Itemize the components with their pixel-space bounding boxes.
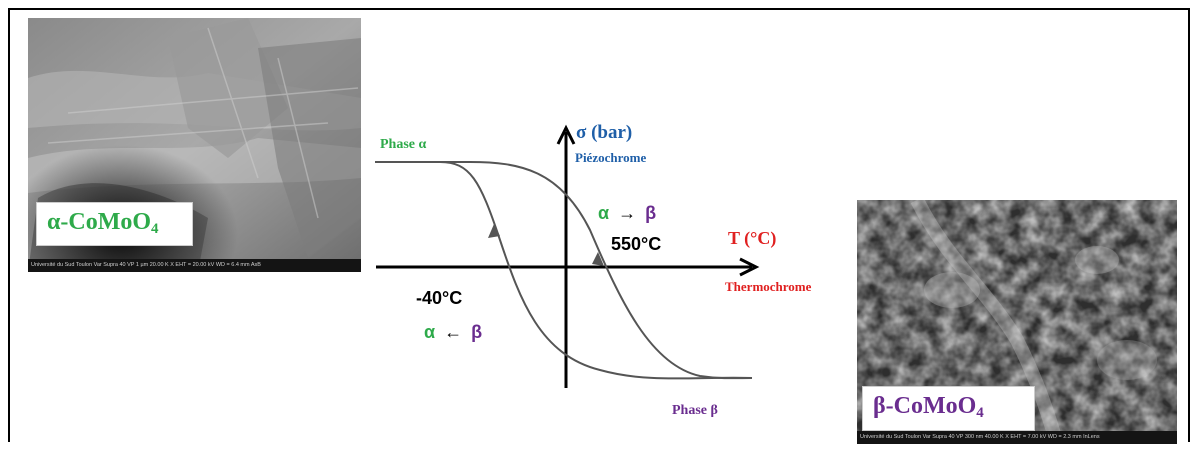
thermochrome-label: Thermochrome bbox=[725, 279, 812, 294]
heating-direction-arrow-icon bbox=[592, 252, 604, 266]
forward-from-phase: α bbox=[598, 203, 609, 223]
hysteresis-diagram: Phase α Phase β σ (bar) Piézochrome T (°… bbox=[375, 122, 812, 418]
reverse-transition-temp: -40°C bbox=[416, 288, 462, 308]
reverse-from-phase: α bbox=[424, 322, 435, 342]
stress-axis-arrow-icon bbox=[556, 124, 576, 145]
cooling-direction-arrow-icon bbox=[488, 224, 500, 238]
reverse-transition-label: α ← β bbox=[424, 322, 482, 342]
alpha-label-text: α-CoMoO bbox=[47, 209, 152, 235]
temperature-axis-arrow-icon bbox=[739, 257, 760, 277]
phase-beta-label: Phase β bbox=[672, 403, 718, 418]
alpha-comoo4-label: α-CoMoO4 bbox=[36, 202, 193, 246]
cooling-curve bbox=[375, 161, 753, 380]
beta-comoo4-label: β-CoMoO4 bbox=[862, 386, 1035, 431]
alpha-sem-micrograph: Université du Sud Toulon Var Supra 40 VP… bbox=[28, 18, 361, 272]
phase-alpha-label: Phase α bbox=[380, 137, 427, 152]
forward-transition-temp: 550°C bbox=[611, 234, 661, 254]
beta-label-text: β-CoMoO bbox=[873, 393, 977, 419]
forward-arrow-icon: → bbox=[618, 203, 636, 223]
stress-axis-label: σ (bar) bbox=[576, 122, 632, 143]
alpha-label-subscript: 4 bbox=[151, 221, 159, 237]
beta-sem-infobar: Université du Sud Toulon Var Supra 40 VP… bbox=[857, 431, 1177, 444]
reverse-to-phase: β bbox=[471, 322, 482, 342]
piezochrome-label: Piézochrome bbox=[575, 150, 646, 165]
beta-label-subscript: 4 bbox=[976, 405, 984, 421]
forward-to-phase: β bbox=[645, 203, 656, 223]
reverse-arrow-icon: ← bbox=[444, 322, 462, 342]
heating-curve bbox=[375, 161, 753, 380]
temperature-axis-label: T (°C) bbox=[728, 228, 776, 249]
alpha-sem-infobar: Université du Sud Toulon Var Supra 40 VP… bbox=[28, 259, 361, 272]
forward-transition-label: α → β bbox=[598, 203, 656, 223]
alpha-sem-texture bbox=[28, 18, 361, 272]
